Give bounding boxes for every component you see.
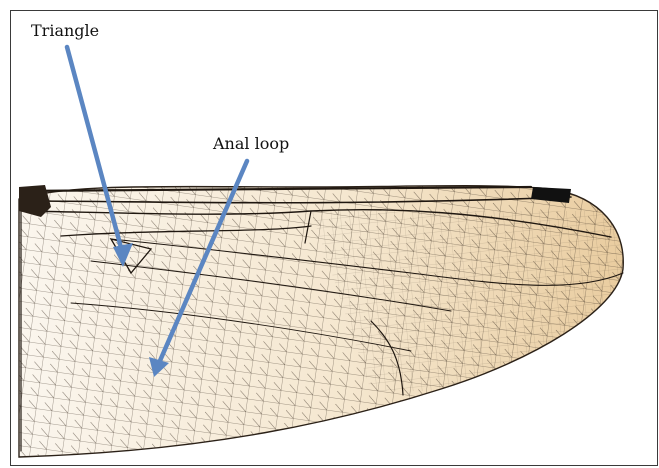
figure-frame: Triangle Anal loop [10, 10, 658, 466]
dragonfly-hindwing-image [11, 11, 658, 466]
anal-loop-label: Anal loop [213, 134, 289, 153]
wing [11, 181, 658, 466]
triangle-label: Triangle [31, 21, 99, 40]
